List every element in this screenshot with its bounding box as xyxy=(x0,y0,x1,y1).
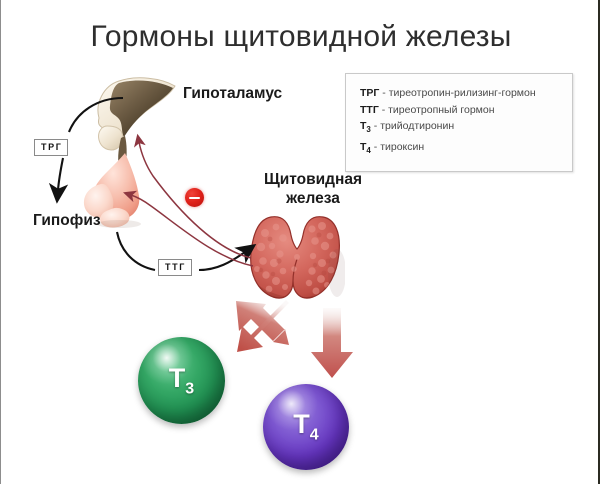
legend-box: ТРГ - тиреотропин-рилизинг-гормон ТТГ - … xyxy=(345,73,573,173)
label-hypothalamus: Гипоталамус xyxy=(183,85,283,102)
arrow-secretion-t3 xyxy=(236,300,289,352)
hypothalamus-body xyxy=(109,80,173,137)
tag-trh: ТРГ xyxy=(34,139,69,156)
arrow-trh-lower xyxy=(48,157,69,204)
legend-item-t3: T3 - трийодтиронин xyxy=(360,118,572,139)
legend-item-t4: T4 - тироксин xyxy=(360,139,572,160)
legend-desc-t4: - тироксин xyxy=(370,140,425,153)
hormone-symbol-t4: T4 xyxy=(293,409,319,444)
legend-abbr-t3: T3 xyxy=(360,120,371,135)
arrow-tsh-right xyxy=(198,243,257,272)
hypothalamus-lower-lobe xyxy=(98,125,124,151)
hormone-sphere-t3: T3 xyxy=(138,337,225,424)
arrow-tsh-left xyxy=(115,231,156,272)
arrow-secretion-t4 xyxy=(311,308,353,378)
thyroid-shadow xyxy=(328,249,345,297)
legend-desc-tsh: - тиреотропный гормон xyxy=(378,103,495,116)
legend-desc-trh: - тиреотропин-рилизинг-гормон xyxy=(379,87,536,99)
pituitary-shadow xyxy=(97,220,141,228)
pituitary-illustration xyxy=(83,153,141,228)
negative-feedback-marker xyxy=(185,188,204,207)
label-pituitary: Гипофиз xyxy=(33,212,101,229)
legend-abbr-t4: T4 xyxy=(360,140,371,155)
page-title: Гормоны щитовидной железы xyxy=(90,20,512,53)
tag-tsh: ТТГ xyxy=(158,259,192,276)
pituitary-posterior-lobe xyxy=(100,207,130,228)
legend-item-tsh: ТТГ - тиреотропный гормон xyxy=(360,102,572,119)
thyroid-illustration xyxy=(250,216,345,299)
legend-desc-t3: - трийодтиронин xyxy=(370,120,455,132)
legend-item-trh: ТРГ - тиреотропин-рилизинг-гормон xyxy=(360,85,572,102)
hormone-sphere-t4: T4 xyxy=(263,384,349,470)
legend-abbr-tsh: ТТГ xyxy=(360,103,379,116)
legend-abbr-trh: ТРГ xyxy=(360,87,380,99)
hormone-symbol-t3: T3 xyxy=(168,362,195,398)
pituitary-anterior-lobe xyxy=(83,183,114,218)
